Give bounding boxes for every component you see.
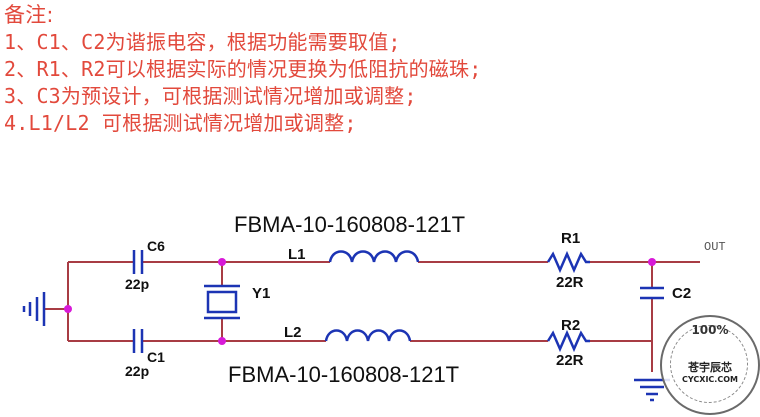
junction-dots bbox=[64, 258, 656, 345]
note-line-3: 3、C3为预设计，可根据测试情况增加或调整; bbox=[4, 84, 417, 108]
resistor-r2 bbox=[546, 329, 590, 353]
l1-ref-label: L1 bbox=[288, 246, 306, 263]
c1-ref-label: C1 bbox=[147, 349, 165, 365]
watermark-brand: 苍宇辰芯 bbox=[688, 361, 732, 374]
c6-value-label: 22p bbox=[125, 276, 149, 292]
note-line-1: 1、C1、C2为谐振电容，根据功能需要取值; bbox=[4, 30, 401, 54]
note-line-2: 2、R1、R2可以根据实际的情况更换为低阻抗的磁珠; bbox=[4, 57, 482, 81]
inductor-l1 bbox=[328, 250, 420, 263]
watermark-percent: 100% bbox=[691, 323, 729, 337]
part-number-bottom: FBMA-10-160808-121T bbox=[228, 362, 459, 387]
inductor-l2 bbox=[324, 329, 412, 342]
resistor-r1 bbox=[546, 250, 590, 274]
wires bbox=[44, 261, 700, 372]
crystal-y1 bbox=[204, 284, 240, 320]
capacitor-c2 bbox=[640, 286, 664, 300]
capacitor-c6 bbox=[132, 250, 144, 274]
r1-value-label: 22R bbox=[556, 274, 584, 291]
capacitor-c1 bbox=[132, 329, 144, 353]
r1-ref-label: R1 bbox=[561, 230, 580, 247]
note-line-4: 4.L1/L2 可根据测试情况增加或调整; bbox=[4, 111, 357, 135]
notes-block: 备注: 1、C1、C2为谐振电容，根据功能需要取值; 2、R1、R2可以根据实际… bbox=[4, 2, 756, 137]
watermark-stamp: 100% 苍宇辰芯 CYCXIC.COM bbox=[660, 315, 760, 415]
watermark-ring bbox=[670, 325, 748, 403]
c2-ref-label: C2 bbox=[672, 285, 691, 302]
y1-ref-label: Y1 bbox=[252, 285, 270, 302]
notes-title: 备注: bbox=[4, 3, 54, 27]
l2-ref-label: L2 bbox=[284, 324, 302, 341]
r2-ref-label: R2 bbox=[561, 317, 580, 334]
c1-value-label: 22p bbox=[125, 363, 149, 379]
out-label: OUT bbox=[704, 240, 726, 254]
part-number-top: FBMA-10-160808-121T bbox=[234, 212, 465, 237]
ground-icon-left bbox=[22, 292, 46, 326]
c6-ref-label: C6 bbox=[147, 238, 165, 254]
watermark-site: CYCXIC.COM bbox=[682, 375, 738, 384]
r2-value-label: 22R bbox=[556, 352, 584, 369]
